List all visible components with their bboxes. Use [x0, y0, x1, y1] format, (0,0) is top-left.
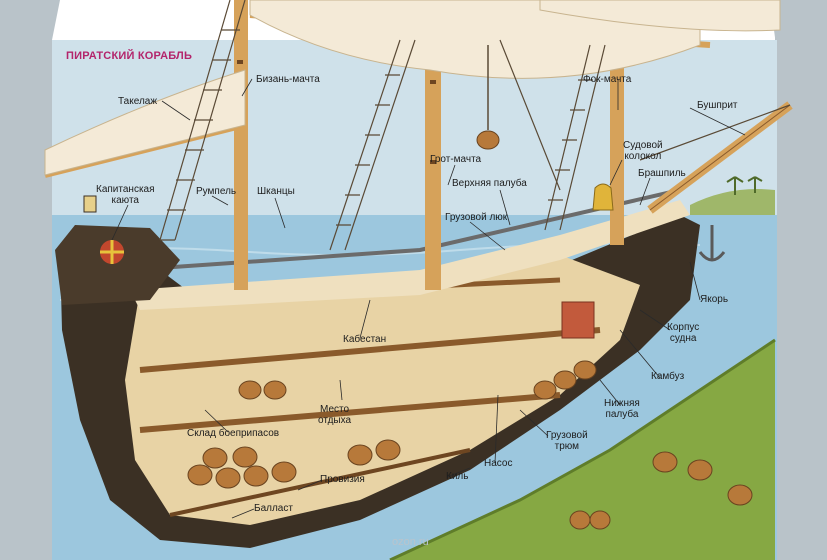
label-mesto-otdykha: Место отдыха — [318, 404, 352, 426]
label-brashpil: Брашпиль — [638, 168, 686, 179]
label-bizan-machta: Бизань-мачта — [256, 74, 320, 85]
watermark: ozon.ru — [392, 536, 429, 548]
label-kambuz: Камбуз — [651, 371, 685, 382]
mizzen-sail — [44, 69, 246, 176]
main-mast — [425, 0, 441, 290]
main-sail — [249, 0, 701, 79]
island — [690, 189, 775, 215]
stern-lantern — [83, 195, 97, 213]
label-ballast: Балласт — [254, 503, 293, 514]
diagram-title: ПИРАТСКИЙ КОРАБЛЬ — [66, 50, 193, 62]
rigging — [159, 0, 791, 251]
label-nasos: Насос — [484, 458, 513, 469]
leader-lines — [111, 78, 746, 519]
ship-bell — [592, 183, 614, 211]
galley — [561, 301, 595, 339]
fore-sail — [539, 0, 781, 32]
label-verkhnyaya-paluba: Верхняя палуба — [452, 178, 527, 189]
mizzen-mast — [234, 0, 248, 290]
label-korpus-sudna: Корпус судна — [667, 322, 700, 344]
label-kabestan: Кабестан — [343, 334, 387, 345]
label-kapitanskaya-kayuta: Капитанская каюта — [96, 184, 155, 206]
label-bushprit: Бушприт — [697, 100, 738, 111]
anchor — [698, 225, 726, 262]
label-gruzovoy-trum: Грузовой трюм — [546, 430, 588, 452]
shore — [390, 340, 775, 560]
hoisted-barrel — [476, 130, 500, 150]
label-kil: Киль — [446, 471, 469, 482]
label-provizia: Провизия — [320, 474, 365, 485]
barrels — [187, 360, 753, 530]
label-rumpel: Румпель — [196, 186, 237, 197]
label-fok-machta: Фок-мачта — [583, 74, 632, 85]
label-shkantsy: Шканцы — [257, 186, 295, 197]
label-gruzovoy-lyuk: Грузовой люк — [445, 212, 508, 223]
label-grot-machta: Грот-мачта — [430, 154, 482, 165]
stern-castle — [55, 225, 180, 305]
label-sklad-boepripasov: Склад боеприпасов — [187, 428, 280, 439]
upper-deck — [130, 200, 690, 310]
label-nizhnyaya-paluba: Нижняя палуба — [604, 398, 640, 420]
label-takelazh: Такелаж — [118, 96, 158, 107]
label-yakor: Якорь — [700, 294, 729, 305]
label-sudovoy-kolokol: Судовой колокол — [623, 140, 663, 162]
